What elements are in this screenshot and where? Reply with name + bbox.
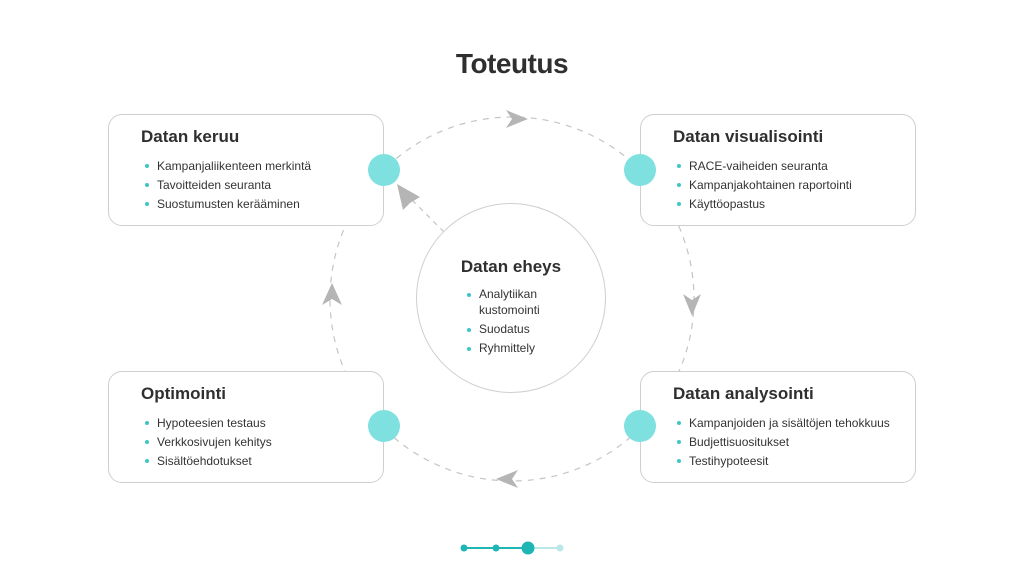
card-list: Kampanjoiden ja sisältöjen tehokkuus Bud… — [677, 414, 890, 471]
pager-dot-4[interactable] — [556, 544, 564, 552]
card-datan-analysointi: Datan analysointi Kampanjoiden ja sisält… — [640, 371, 916, 483]
list-item: Suostumusten kerääminen — [145, 195, 311, 214]
card-title: Datan keruu — [141, 127, 240, 146]
node-dot-top-left — [368, 154, 400, 186]
card-datan-keruu: Datan keruu Kampanjaliikenteen merkintä … — [108, 114, 384, 226]
list-item: Suodatus — [467, 321, 567, 337]
center-title: Datan eheys — [460, 257, 562, 276]
list-item: Kampanjaliikenteen merkintä — [145, 157, 311, 176]
list-item: Analytiikan kustomointi — [467, 286, 567, 318]
arrow-down-icon — [683, 294, 701, 316]
list-item: Hypoteesien testaus — [145, 414, 272, 433]
card-title: Datan visualisointi — [673, 127, 824, 146]
card-optimointi: Optimointi Hypoteesien testaus Verkkosiv… — [108, 371, 384, 483]
list-item: Testihypoteesit — [677, 452, 890, 471]
card-list: Hypoteesien testaus Verkkosivujen kehity… — [145, 414, 272, 471]
list-item: RACE-vaiheiden seuranta — [677, 157, 852, 176]
card-title: Datan analysointi — [673, 384, 814, 403]
pager-dot-3-active[interactable] — [521, 541, 535, 555]
center-circle: Datan eheys Analytiikan kustomointi Suod… — [416, 203, 606, 393]
pager-dot-2[interactable] — [492, 544, 500, 552]
list-item: Käyttöopastus — [677, 195, 852, 214]
arrow-diagonal-icon — [397, 184, 420, 210]
card-title: Optimointi — [141, 384, 226, 403]
page-title: Toteutus — [455, 48, 569, 79]
node-dot-bottom-right — [624, 410, 656, 442]
arrow-up-icon — [322, 283, 342, 305]
center-list: Analytiikan kustomointi Suodatus Ryhmitt… — [467, 286, 567, 359]
list-item: Sisältöehdotukset — [145, 452, 272, 471]
card-list: Kampanjaliikenteen merkintä Tavoitteiden… — [145, 157, 311, 214]
arrow-left-icon — [496, 470, 518, 488]
pager-dot-1[interactable] — [460, 544, 468, 552]
list-item: Kampanjoiden ja sisältöjen tehokkuus — [677, 414, 890, 433]
list-item: Kampanjakohtainen raportointi — [677, 176, 852, 195]
card-datan-visualisointi: Datan visualisointi RACE-vaiheiden seura… — [640, 114, 916, 226]
list-item: Budjettisuositukset — [677, 433, 890, 452]
node-dot-bottom-left — [368, 410, 400, 442]
list-item: Tavoitteiden seuranta — [145, 176, 311, 195]
arrow-right-icon — [506, 110, 528, 128]
card-list: RACE-vaiheiden seuranta Kampanjakohtaine… — [677, 157, 852, 214]
node-dot-top-right — [624, 154, 656, 186]
list-item: Verkkosivujen kehitys — [145, 433, 272, 452]
list-item: Ryhmittely — [467, 340, 567, 356]
